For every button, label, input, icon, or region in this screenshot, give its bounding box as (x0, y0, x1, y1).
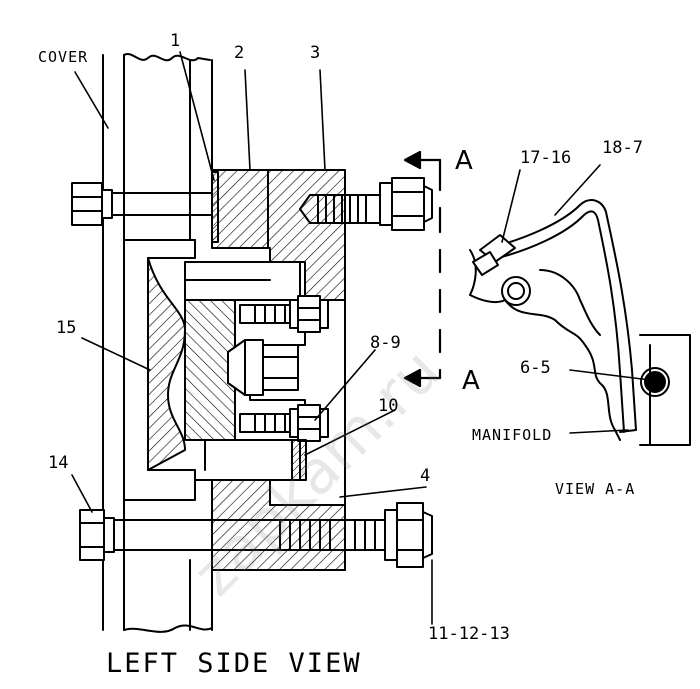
label-part-1: 1 (170, 31, 181, 51)
stud-lower (239, 404, 329, 442)
label-part-6-5: 6-5 (520, 358, 551, 378)
view-aa-drawing (469, 199, 691, 446)
upper-bolt-right (299, 177, 433, 231)
label-part-8-9: 8-9 (370, 333, 401, 353)
label-part-2: 2 (234, 43, 245, 63)
leader-lines (71, 51, 651, 625)
label-part-3: 3 (310, 43, 321, 63)
label-cover: COVER (38, 48, 89, 66)
lower-block (211, 479, 346, 571)
lower-long-bolt (79, 502, 433, 568)
section-marker-a-bottom: A (462, 366, 480, 396)
section-line-aa (403, 150, 442, 388)
label-part-18-7: 18-7 (602, 138, 643, 158)
stud-upper (239, 295, 329, 333)
label-part-10: 10 (378, 396, 399, 416)
gasket-1 (211, 171, 219, 243)
label-part-17-16: 17-16 (520, 148, 572, 168)
label-view-aa: VIEW A-A (555, 480, 636, 498)
insert-10 (291, 439, 307, 481)
pump-housing-15 (123, 239, 301, 501)
title-left-side-view: LEFT SIDE VIEW (106, 648, 362, 679)
label-part-4: 4 (420, 466, 431, 486)
label-manifold: MANIFOLD (472, 426, 553, 444)
label-part-15: 15 (56, 318, 77, 338)
upper-bolt-left (71, 182, 213, 226)
label-part-14: 14 (48, 453, 69, 473)
label-part-11-12-13: 11-12-13 (428, 624, 510, 644)
section-marker-a-top: A (455, 146, 473, 176)
center-nut (227, 339, 299, 396)
